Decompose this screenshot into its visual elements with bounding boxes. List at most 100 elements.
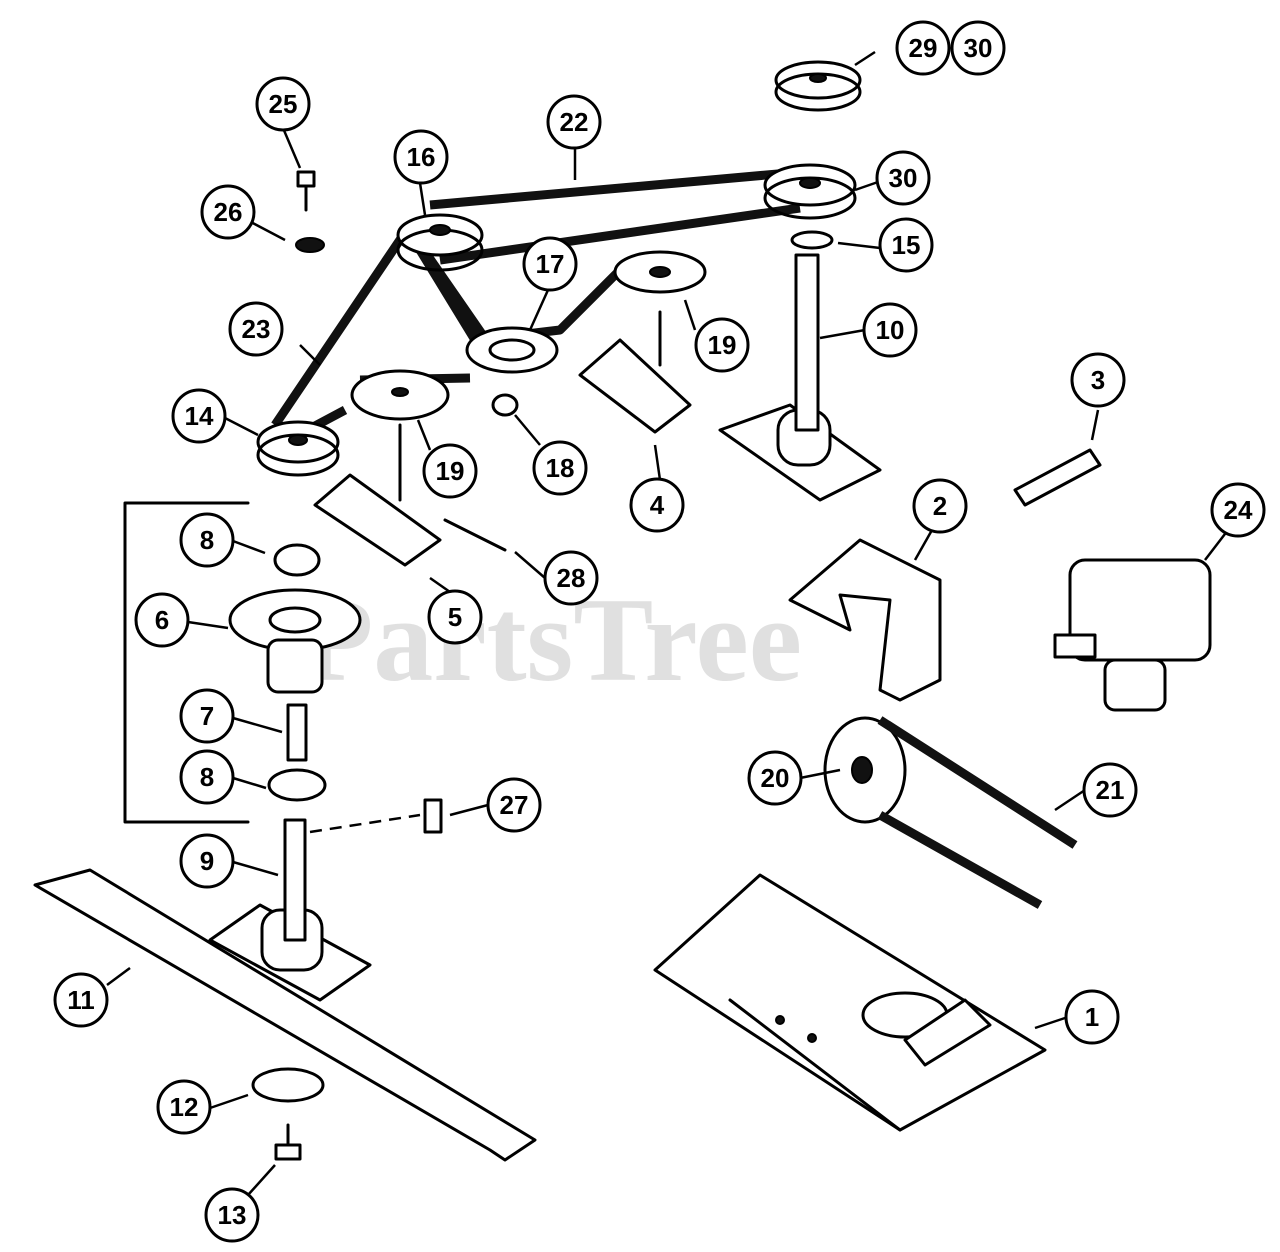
key-27 [423,798,443,834]
pulley-29-30 [774,60,862,112]
callout-17: 17 [522,236,578,292]
callout-20: 20 [747,750,803,806]
washer-12 [251,1067,325,1103]
spindle-housing-6 [228,588,362,694]
callout-26: 26 [200,184,256,240]
svg-text:27: 27 [500,790,529,820]
pulley-14 [256,420,340,477]
bracket-4 [578,338,692,434]
callout-6: 6 [134,592,190,648]
svg-text:7: 7 [200,701,214,731]
idler-19-right [613,250,707,367]
svg-text:12: 12 [170,1092,199,1122]
svg-text:29: 29 [909,33,938,63]
callout-10: 10 [862,302,918,358]
svg-text:20: 20 [761,763,790,793]
callout-9: 9 [179,833,235,889]
callout-8-top: 8 [179,512,235,568]
svg-text:8: 8 [200,762,214,792]
blade-11 [33,868,537,1162]
callout-2: 2 [912,478,968,534]
callout-1: 1 [1064,989,1120,1045]
callout-21: 21 [1082,762,1138,818]
svg-text:26: 26 [214,197,243,227]
leader-lines [106,50,1229,1196]
pulley-17 [465,326,559,374]
bolt-25 [296,170,316,212]
callout-15: 15 [878,217,934,273]
spindle-shaft-9 [208,818,372,1002]
callout-11: 11 [53,972,109,1028]
svg-text:2: 2 [933,491,947,521]
svg-text:24: 24 [1224,495,1253,525]
callout-25: 25 [255,76,311,132]
callout-23: 23 [228,301,284,357]
washer-15 [790,230,834,250]
svg-text:1: 1 [1085,1002,1099,1032]
spindle-10 [718,253,882,502]
spacer-7 [286,703,308,762]
svg-text:30: 30 [889,163,918,193]
callout-19-right: 19 [694,317,750,373]
deck-plate-1 [653,873,1047,1132]
callout-3: 3 [1070,352,1126,408]
pulley-30 [763,163,857,220]
bearing-8-top [273,543,321,577]
nut-26 [295,237,325,253]
callout-8-bottom: 8 [179,749,235,805]
callout-30-top: 30 [950,20,1006,76]
bracket-3 [1013,448,1102,507]
svg-text:5: 5 [448,602,462,632]
bolt-28 [443,518,507,552]
svg-text:15: 15 [892,230,921,260]
callout-22: 22 [546,94,602,150]
callout-27: 27 [486,777,542,833]
callout-19-left: 19 [422,443,478,499]
callout-29: 29 [895,20,951,76]
pulley-16 [396,213,484,272]
callout-28: 28 [543,550,599,606]
gearbox-24 [1053,558,1212,712]
callout-7: 7 [179,688,235,744]
svg-text:25: 25 [269,89,298,119]
callout-14: 14 [171,388,227,444]
idler-19-left [350,369,450,502]
svg-text:17: 17 [536,249,565,279]
svg-text:23: 23 [242,314,271,344]
callout-24: 24 [1210,482,1266,538]
callout-12: 12 [156,1079,212,1135]
callout-16: 16 [393,129,449,185]
svg-text:9: 9 [200,846,214,876]
svg-text:21: 21 [1096,775,1125,805]
callout-30-right: 30 [875,150,931,206]
svg-text:8: 8 [200,525,214,555]
bearing-8-bottom [267,768,327,802]
svg-text:18: 18 [546,453,575,483]
svg-text:10: 10 [876,315,905,345]
bracket-5 [313,473,442,567]
callout-5: 5 [427,589,483,645]
svg-text:11: 11 [67,985,95,1015]
svg-text:16: 16 [407,142,436,172]
svg-text:19: 19 [436,456,465,486]
svg-text:28: 28 [557,563,586,593]
svg-text:3: 3 [1091,365,1105,395]
svg-text:6: 6 [155,605,169,635]
callout-13: 13 [204,1187,260,1243]
pulley-20 [823,716,907,824]
bolt-13 [274,1123,302,1161]
assembly-bracket-line [123,501,250,824]
svg-text:13: 13 [218,1200,247,1230]
belt-21 [877,716,1078,909]
svg-text:22: 22 [560,107,589,137]
svg-text:30: 30 [964,33,993,63]
svg-text:14: 14 [185,401,214,431]
svg-text:19: 19 [708,330,737,360]
callout-18: 18 [532,440,588,496]
callout-4: 4 [629,477,685,533]
belt-22 [429,167,801,265]
key-27-dashed-line [309,813,421,834]
bushing-18 [491,393,519,417]
svg-text:4: 4 [650,490,665,520]
